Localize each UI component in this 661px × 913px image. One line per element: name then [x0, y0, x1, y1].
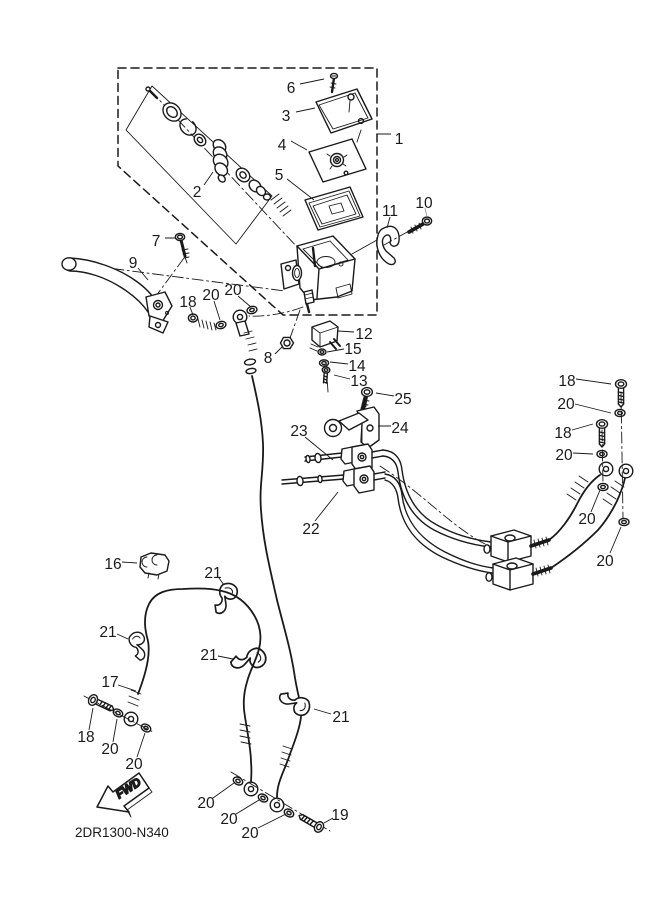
pivot-bolt — [155, 232, 190, 297]
piston — [212, 138, 229, 183]
diaphragm-plate — [308, 138, 367, 183]
reservoir-cap — [315, 88, 373, 143]
callout-15: 15 — [344, 341, 361, 358]
piston-kit — [125, 85, 299, 249]
junction-block-lower — [485, 557, 553, 591]
callout-12: 12 — [355, 326, 372, 343]
switch-washer-14 — [318, 359, 330, 367]
callout-14: 14 — [348, 358, 366, 375]
callout-2: 2 — [193, 184, 202, 201]
callout-7: 7 — [152, 233, 161, 250]
switch-screw-13 — [320, 361, 331, 393]
handlebar-clamp — [351, 225, 410, 266]
callout-21: 21 — [204, 565, 221, 582]
callout-16: 16 — [104, 556, 121, 573]
callout-24: 24 — [391, 420, 409, 437]
callout-20: 20 — [596, 553, 614, 570]
hose-union-22 — [281, 465, 386, 494]
brake-lever — [61, 257, 286, 334]
callout-13: 13 — [350, 373, 367, 390]
callout-20: 20 — [578, 511, 596, 528]
caliper-bolt-18-left — [83, 692, 154, 735]
callout-8: 8 — [264, 350, 273, 367]
callout-18: 18 — [77, 729, 94, 746]
callout-18: 18 — [558, 373, 575, 390]
union-bolt-18-right-inner — [595, 419, 609, 492]
callout-9: 9 — [129, 255, 138, 272]
callout-19: 19 — [331, 807, 348, 824]
hose-bracket-24 — [323, 406, 380, 456]
callout-21: 21 — [332, 709, 349, 726]
callout-23: 23 — [290, 423, 307, 440]
leader-lines — [88, 78, 622, 829]
hose-clamp-21d — [276, 690, 313, 718]
callout-20: 20 — [197, 795, 215, 812]
bleed-screw-spring — [187, 304, 259, 331]
callout-4: 4 — [278, 137, 287, 154]
junction-block-upper — [483, 529, 551, 563]
brake-hose-main — [232, 306, 304, 798]
assembly-group-box — [117, 67, 378, 316]
fwd-arrow: FWD — [96, 772, 153, 818]
diaphragm — [304, 186, 364, 231]
callout-5: 5 — [275, 167, 284, 184]
callout-18: 18 — [179, 294, 196, 311]
part-code: 2DR1300-N340 — [75, 825, 169, 840]
hose-clamp-21a — [212, 580, 240, 617]
callout-20: 20 — [202, 287, 220, 304]
callout-11: 11 — [382, 203, 398, 220]
brake-light-switch — [309, 320, 341, 352]
caliper-bolt-19-group — [230, 771, 331, 835]
cap-screw — [329, 72, 339, 94]
callouts: 6 3 1 4 5 2 11 10 7 9 18 20 20 12 15 8 1… — [77, 80, 614, 842]
callout-18: 18 — [554, 425, 571, 442]
callout-20: 20 — [555, 447, 573, 464]
callout-21: 21 — [99, 624, 116, 641]
master-cylinder-body — [280, 235, 356, 314]
caliper-hose-right-upper — [548, 461, 614, 541]
callout-20: 20 — [125, 756, 143, 773]
callout-22: 22 — [302, 521, 319, 538]
flange-nut — [279, 309, 301, 350]
callout-10: 10 — [415, 195, 433, 212]
callout-20: 20 — [557, 396, 575, 413]
callout-20: 20 — [101, 741, 119, 758]
callout-1: 1 — [395, 131, 404, 148]
caliper-hose-17 — [123, 587, 285, 813]
clamp-bolt — [407, 216, 433, 234]
switch-washer-15 — [317, 348, 327, 356]
callout-21: 21 — [200, 647, 217, 664]
brake-pipes — [379, 449, 501, 574]
callout-20: 20 — [220, 811, 238, 828]
callout-25: 25 — [394, 391, 411, 408]
callout-3: 3 — [282, 108, 291, 125]
hose-clamp-16 — [139, 552, 170, 580]
callout-20: 20 — [224, 282, 242, 299]
callout-17: 17 — [101, 674, 118, 691]
callout-6: 6 — [287, 80, 296, 97]
return-spring — [270, 193, 292, 217]
callout-20: 20 — [241, 825, 259, 842]
union-bolt-18-right-outer — [614, 379, 630, 527]
